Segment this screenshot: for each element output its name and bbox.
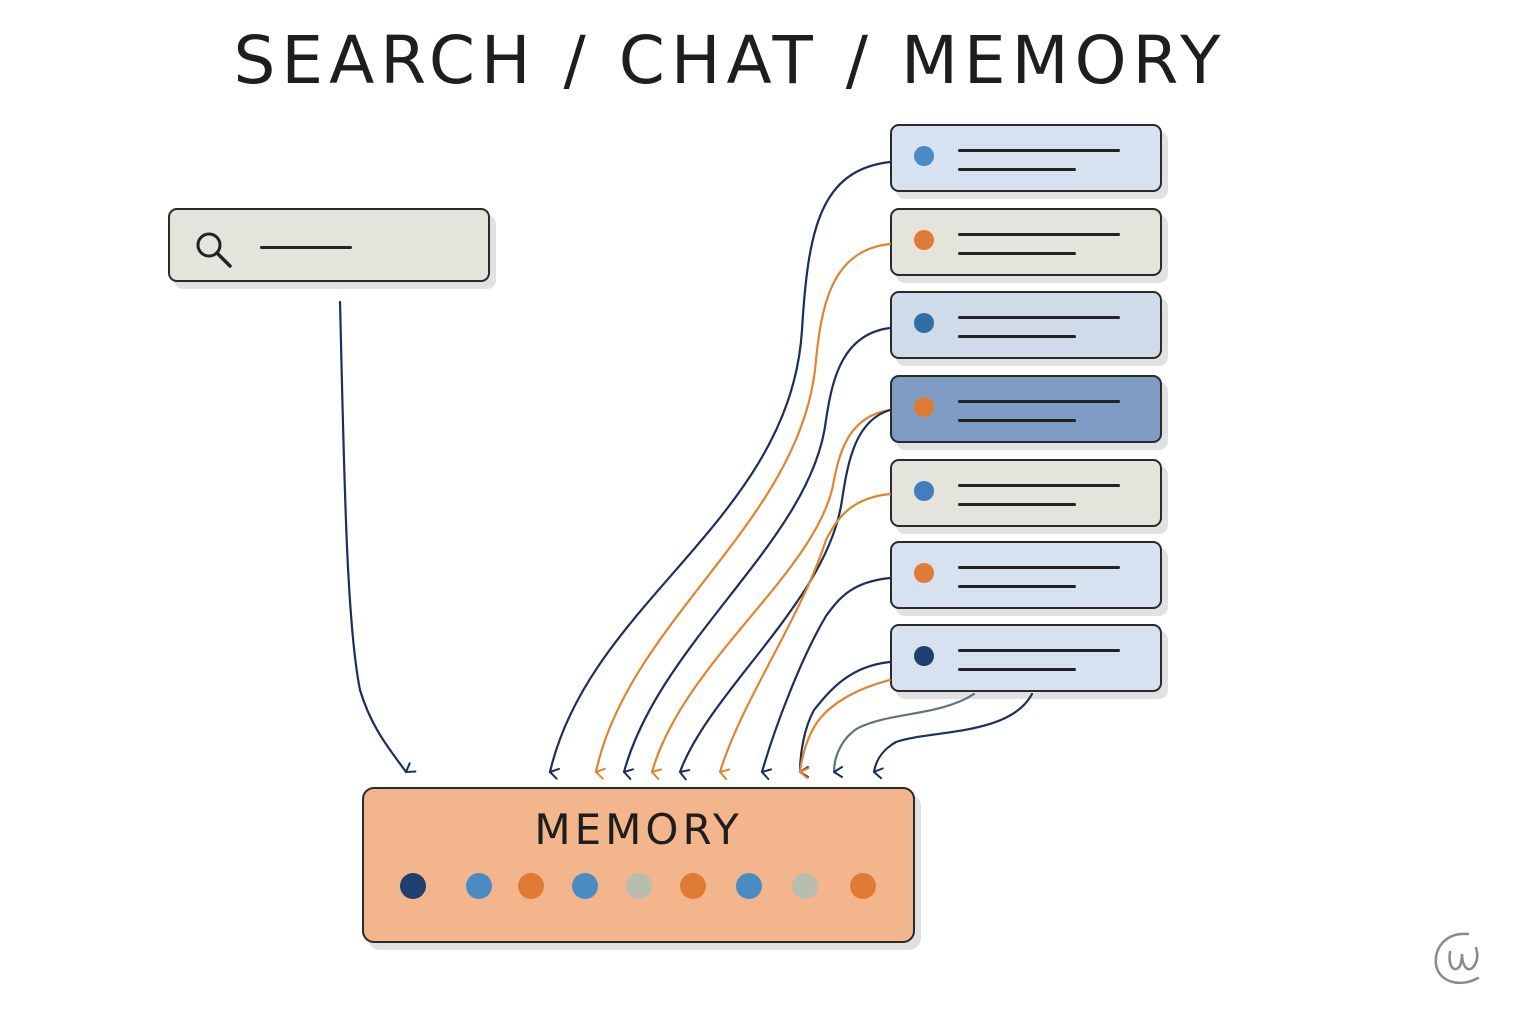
message-line bbox=[958, 484, 1120, 487]
connector-arrow bbox=[798, 660, 892, 779]
connector-arrow bbox=[678, 408, 892, 781]
connector-arrow bbox=[338, 300, 417, 774]
message-line bbox=[958, 585, 1076, 588]
connector-arrow bbox=[872, 692, 1034, 780]
connector-arrow bbox=[622, 326, 892, 780]
message-line bbox=[958, 400, 1120, 403]
connector-arrow bbox=[760, 576, 892, 781]
connector-arrow bbox=[650, 408, 892, 781]
chat-message-card[interactable] bbox=[890, 459, 1162, 527]
chat-message-card[interactable] bbox=[890, 541, 1162, 609]
logo-mark bbox=[1434, 932, 1480, 984]
message-line bbox=[958, 668, 1076, 671]
connector-arrow bbox=[718, 492, 892, 781]
memory-dot bbox=[850, 873, 876, 899]
memory-label: MEMORY bbox=[534, 805, 743, 854]
memory-box: MEMORY bbox=[362, 787, 915, 943]
memory-dot bbox=[572, 873, 598, 899]
connector-arrow bbox=[832, 692, 976, 779]
message-dot bbox=[914, 646, 934, 666]
message-line bbox=[958, 419, 1076, 422]
message-line bbox=[958, 649, 1120, 652]
memory-dot bbox=[400, 873, 426, 899]
memory-dot bbox=[680, 873, 706, 899]
message-line bbox=[958, 335, 1076, 338]
memory-dot bbox=[792, 873, 818, 899]
message-dot bbox=[914, 481, 934, 501]
chat-message-card[interactable] bbox=[890, 624, 1162, 692]
chat-message-card[interactable] bbox=[890, 291, 1162, 359]
chat-message-card[interactable] bbox=[890, 375, 1162, 443]
connector-arrow bbox=[548, 160, 892, 780]
memory-dot bbox=[736, 873, 762, 899]
message-dot bbox=[914, 313, 934, 333]
search-query-line bbox=[260, 246, 352, 249]
memory-dot bbox=[466, 873, 492, 899]
memory-dot bbox=[518, 873, 544, 899]
message-dot bbox=[914, 230, 934, 250]
message-line bbox=[958, 252, 1076, 255]
connector-arrow bbox=[798, 678, 892, 779]
connector-arrow bbox=[594, 242, 892, 780]
chat-message-card[interactable] bbox=[890, 124, 1162, 192]
message-line bbox=[958, 233, 1120, 236]
message-dot bbox=[914, 563, 934, 583]
search-box[interactable] bbox=[168, 208, 490, 282]
message-line bbox=[958, 566, 1120, 569]
page-title: SEARCH / CHAT / MEMORY bbox=[233, 22, 1227, 99]
message-dot bbox=[914, 146, 934, 166]
message-line bbox=[958, 168, 1076, 171]
chat-message-card[interactable] bbox=[890, 208, 1162, 276]
message-line bbox=[958, 149, 1120, 152]
search-icon bbox=[196, 232, 232, 268]
message-dot bbox=[914, 397, 934, 417]
message-line bbox=[958, 503, 1076, 506]
memory-dot bbox=[626, 873, 652, 899]
message-line bbox=[958, 316, 1120, 319]
